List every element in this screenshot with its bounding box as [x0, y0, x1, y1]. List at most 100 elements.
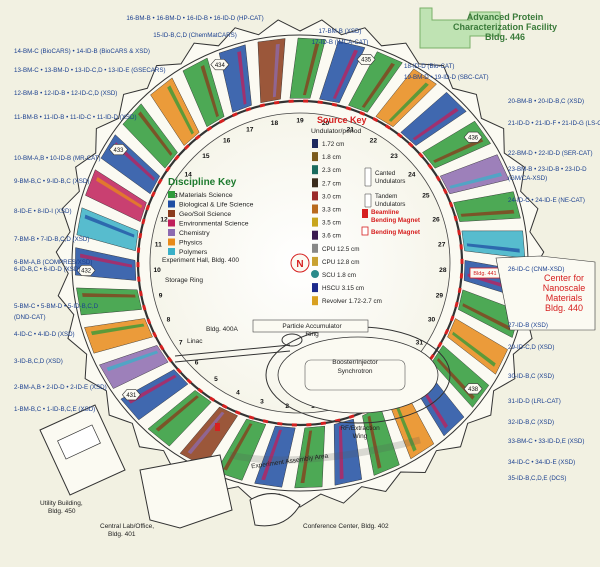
beamline-wedge: [257, 38, 286, 103]
ring-magnet: [218, 118, 225, 124]
beamline-label-right[interactable]: 19-BM-D • 19-ID-D (SBC-CAT): [404, 74, 489, 81]
sector-number: 5: [214, 376, 218, 383]
par-label-1: Particle Accumulator: [282, 323, 342, 330]
ring-magnet: [306, 423, 312, 427]
ring-magnet: [234, 410, 241, 415]
ring-magnets: [136, 99, 464, 427]
beamline-label[interactable]: 10-BM-A,B • 10-ID-B (MR-CAT): [14, 155, 101, 162]
beamline-label-right[interactable]: 21-ID-D • 21-ID-F • 21-ID-G (LS-CAT): [508, 120, 600, 127]
apcf-building: [419, 7, 501, 49]
sector-number: 10: [153, 267, 161, 274]
lom-hexagon: [109, 144, 128, 156]
beamline-label[interactable]: 13-BM-C • 13-BM-D • 13-ID-C,D • 13-ID-E …: [14, 67, 166, 74]
beamline-wedge: [294, 425, 326, 489]
ring-magnet: [136, 262, 140, 268]
discipline-swatch: [168, 238, 175, 246]
source-label: 2.7 cm: [322, 180, 341, 187]
beamline-label-right[interactable]: 31-ID-D (LRL-CAT): [508, 398, 561, 405]
lom-number: 436: [468, 135, 479, 141]
source-label: 3.0 cm: [322, 193, 341, 200]
north-arrow-glyph: N: [296, 259, 303, 270]
sector-number: 28: [439, 267, 447, 274]
beamline-label[interactable]: 15-ID-B,C,D (ChemMatCARS): [153, 32, 237, 39]
beamline-wedge: [122, 103, 178, 169]
beamline-wedge-bm: [462, 303, 511, 331]
ring-magnet: [457, 229, 462, 236]
beamline-label-right[interactable]: 18-ID-D (Bio-CAT): [404, 63, 454, 70]
source-swatch: [312, 204, 318, 214]
beamline-label-right[interactable]: 26-ID-C (CNM-XSD): [508, 266, 564, 273]
beamline-label[interactable]: 2-BM-A,B • 2-ID-D • 2-ID-E (XSD): [14, 384, 107, 391]
ring-magnet: [288, 99, 294, 103]
beamline-wedge: [120, 369, 189, 421]
beamline-label[interactable]: 5-BM-C • 5-BM-D • 5-ID-B,C,D: [14, 303, 99, 310]
sector-number: 31: [416, 339, 424, 346]
apcf-line-3: Bldg. 446: [485, 32, 525, 42]
beamline-label-right[interactable]: 35-ID-B,C,D,E (DCS): [508, 475, 566, 482]
ring-magnet: [427, 163, 433, 170]
beamline-label-right[interactable]: 22-BM-D • 22-ID-D (SER-CAT): [508, 150, 593, 157]
lom-number: 432: [81, 269, 92, 275]
cnm-line-1: Center for: [544, 273, 584, 283]
beamline-label-right[interactable]: 29-ID-C,D (XSD): [508, 344, 554, 351]
ring-magnet: [138, 232, 143, 239]
beamline-label[interactable]: 4-ID-C • 4-ID-D (XSD): [14, 331, 75, 338]
beamline-label[interactable]: 14-BM-C (BioCARS) • 14-ID-B (BioCARS & X…: [14, 48, 150, 55]
ring-magnet: [442, 188, 448, 195]
sector-number: 27: [438, 241, 446, 248]
beamline-wedge: [447, 318, 508, 375]
beamline-label[interactable]: 3-ID-B,C,D (XSD): [14, 358, 63, 365]
beamline-label-right[interactable]: 34-ID-C • 34-ID-E (XSD): [508, 459, 575, 466]
beamline-label[interactable]: 6-ID-B,C • 6-ID-D (XSD): [14, 266, 80, 273]
beamline-wedge-bm: [90, 323, 145, 336]
source-label: HSCU 3.15 cm: [322, 285, 364, 292]
source-label: 2.3 cm: [322, 167, 341, 174]
ring-magnet: [291, 423, 297, 427]
ring-magnet: [449, 315, 455, 322]
beamline-label-top[interactable]: 17-ID-B (IMCA-CAT): [312, 39, 369, 46]
beamline-label[interactable]: 11-BM-B • 11-ID-B • 11-ID-C • 11-ID-D (X…: [14, 114, 137, 121]
beamline-wedge-bm: [80, 253, 133, 268]
lom-hexagon: [210, 59, 230, 71]
ring-magnet: [372, 117, 379, 123]
lom-number: 435: [361, 58, 372, 64]
beamline-label-right[interactable]: 30-ID-B,C (XSD): [508, 373, 554, 380]
ring-magnet: [317, 100, 323, 105]
beamline-label-right[interactable]: 20-BM-B • 20-ID-B,C (XSD): [508, 98, 584, 105]
beamline-label-top[interactable]: 17-BM-B (XSD): [319, 28, 362, 35]
beamline-wedge-bm: [84, 214, 135, 238]
ring-magnet: [454, 301, 459, 308]
beamline-wedge-bm: [200, 65, 219, 118]
beamline-label-right[interactable]: 27-ID-B (XSD): [508, 322, 548, 329]
utility-building: [39, 404, 126, 496]
beamline-label-right[interactable]: (GM/CA-XSD): [508, 175, 547, 182]
beamline-wedge: [150, 77, 200, 146]
sector-number: 25: [422, 193, 430, 200]
cnm-building: [495, 255, 596, 331]
beamline-wedge: [375, 68, 437, 128]
beamline-label[interactable]: 8-ID-E • 8-ID-I (XSD): [14, 208, 72, 215]
beamline-wedge-bm: [187, 411, 225, 455]
beamline-wedge: [147, 390, 212, 447]
beamline-wedge: [182, 57, 225, 128]
booster-outline-inner: [277, 336, 439, 414]
central-lab-label-2: Bldg. 401: [108, 531, 136, 538]
beamline-label-right[interactable]: 33-BM-C • 33-ID-D,E (XSD): [508, 438, 584, 445]
beamline-label[interactable]: 6-BM-A,B (COMPRES/XSD): [14, 259, 92, 266]
beamline-label[interactable]: 9-BM-B,C • 9-ID-B,C (XSD): [14, 178, 89, 185]
beamline-label[interactable]: 16-BM-B • 16-BM-D • 16-ID-B • 16-ID-D (H…: [126, 15, 263, 22]
sector-number: 2: [285, 403, 289, 410]
beamline-wedge-bm: [393, 400, 417, 452]
beamline-label[interactable]: 12-BM-B • 12-ID-B • 12-ID-C,D (XSD): [14, 90, 117, 97]
beamline-label-right[interactable]: 32-ID-B,C (XSD): [508, 419, 554, 426]
beamline-label[interactable]: 7-BM-B • 7-ID-B,C,D (XSD): [14, 236, 89, 243]
lom-hexagon: [121, 389, 141, 401]
beamline-label-right[interactable]: 23-BM-B • 23-ID-B • 23-ID-D: [508, 166, 587, 173]
ring-magnet: [245, 107, 252, 112]
beamline-label[interactable]: (DND-CAT): [14, 314, 46, 321]
ring-magnet: [174, 154, 180, 161]
beamline-label[interactable]: 1-BM-B,C • 1-ID-B,C,E (XSD): [14, 406, 95, 413]
discipline-swatch: [168, 229, 175, 236]
beamline-label-right[interactable]: 24-ID-C • 24-ID-E (NE-CAT): [508, 197, 585, 204]
